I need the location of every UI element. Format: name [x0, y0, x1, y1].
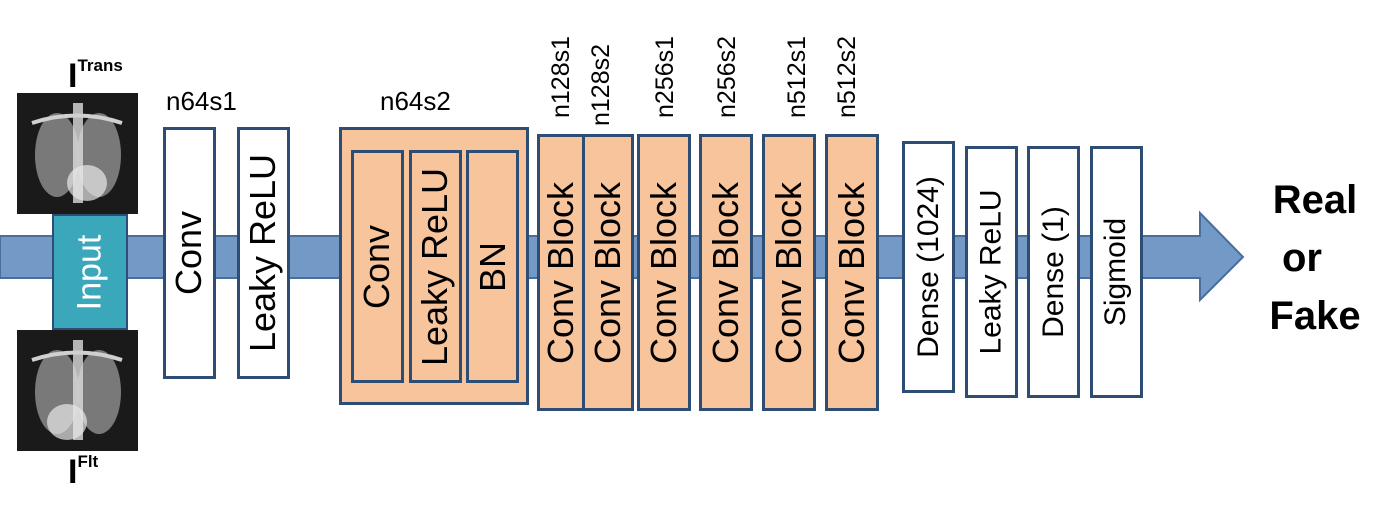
conv-block-3: Conv Block	[637, 134, 691, 411]
conv-block-4-param: n256s2	[713, 35, 741, 118]
conv-block-3-param: n256s1	[651, 35, 679, 118]
conv-block-1: Conv Block	[537, 134, 585, 411]
stage2-conv-block: Conv	[351, 150, 404, 383]
head-leaky-relu-block: Leaky ReLU	[965, 146, 1018, 398]
xray-flt-image	[17, 330, 138, 451]
conv-block-5: Conv Block	[762, 134, 816, 411]
stage2-conv-label: Conv	[356, 224, 398, 309]
sigmoid-block: Sigmoid	[1090, 146, 1143, 398]
conv-block-3-label: Conv Block	[643, 181, 685, 364]
sigmoid-label: Sigmoid	[1099, 217, 1133, 327]
output-fake: Fake	[1269, 294, 1361, 338]
conv-block-1-label: Conv Block	[540, 181, 582, 364]
dense-1024-block: Dense (1024)	[902, 141, 955, 393]
input-trans-symbol: ITrans	[68, 55, 123, 95]
input-node: Input	[52, 214, 128, 330]
dense-1-label: Dense (1)	[1036, 206, 1070, 338]
input-label: Input	[70, 234, 109, 310]
stage1-conv-label: Conv	[168, 210, 210, 296]
conv-block-6: Conv Block	[825, 134, 879, 411]
stage1-param: n64s1	[166, 86, 237, 116]
xray-trans-image	[17, 93, 138, 214]
dense-1024-label: Dense (1024)	[911, 176, 945, 358]
conv-block-5-label: Conv Block	[768, 181, 810, 364]
conv-block-6-param: n512s2	[833, 35, 861, 118]
stage2-bn-label: BN	[471, 241, 513, 292]
stage1-leaky-relu-label: Leaky ReLU	[242, 153, 284, 353]
stage2-bn-block: BN	[466, 150, 519, 383]
output-or: or	[1282, 236, 1322, 280]
dense-1-block: Dense (1)	[1027, 146, 1080, 398]
stage1-leaky-relu-block: Leaky ReLU	[237, 127, 290, 379]
head-leaky-relu-label: Leaky ReLU	[974, 189, 1008, 355]
conv-block-1-param: n128s1	[547, 35, 575, 118]
stage2-param: n64s2	[380, 86, 451, 116]
input-flt-symbol: IFlt	[68, 451, 99, 491]
output-real: Real	[1272, 178, 1358, 222]
stage2-leaky-relu-label: Leaky ReLU	[414, 167, 456, 366]
conv-block-4-label: Conv Block	[705, 181, 747, 364]
conv-block-5-param: n512s1	[783, 35, 811, 118]
stage1-conv-block: Conv	[163, 127, 216, 379]
conv-block-2-param: n128s2	[587, 43, 615, 126]
conv-block-2-label: Conv Block	[587, 181, 629, 364]
stage2-leaky-relu-block: Leaky ReLU	[409, 150, 462, 383]
output-label: Real or Fake	[1262, 180, 1368, 336]
conv-block-6-label: Conv Block	[831, 181, 873, 364]
conv-block-4: Conv Block	[699, 134, 753, 411]
conv-block-2: Conv Block	[582, 134, 634, 411]
